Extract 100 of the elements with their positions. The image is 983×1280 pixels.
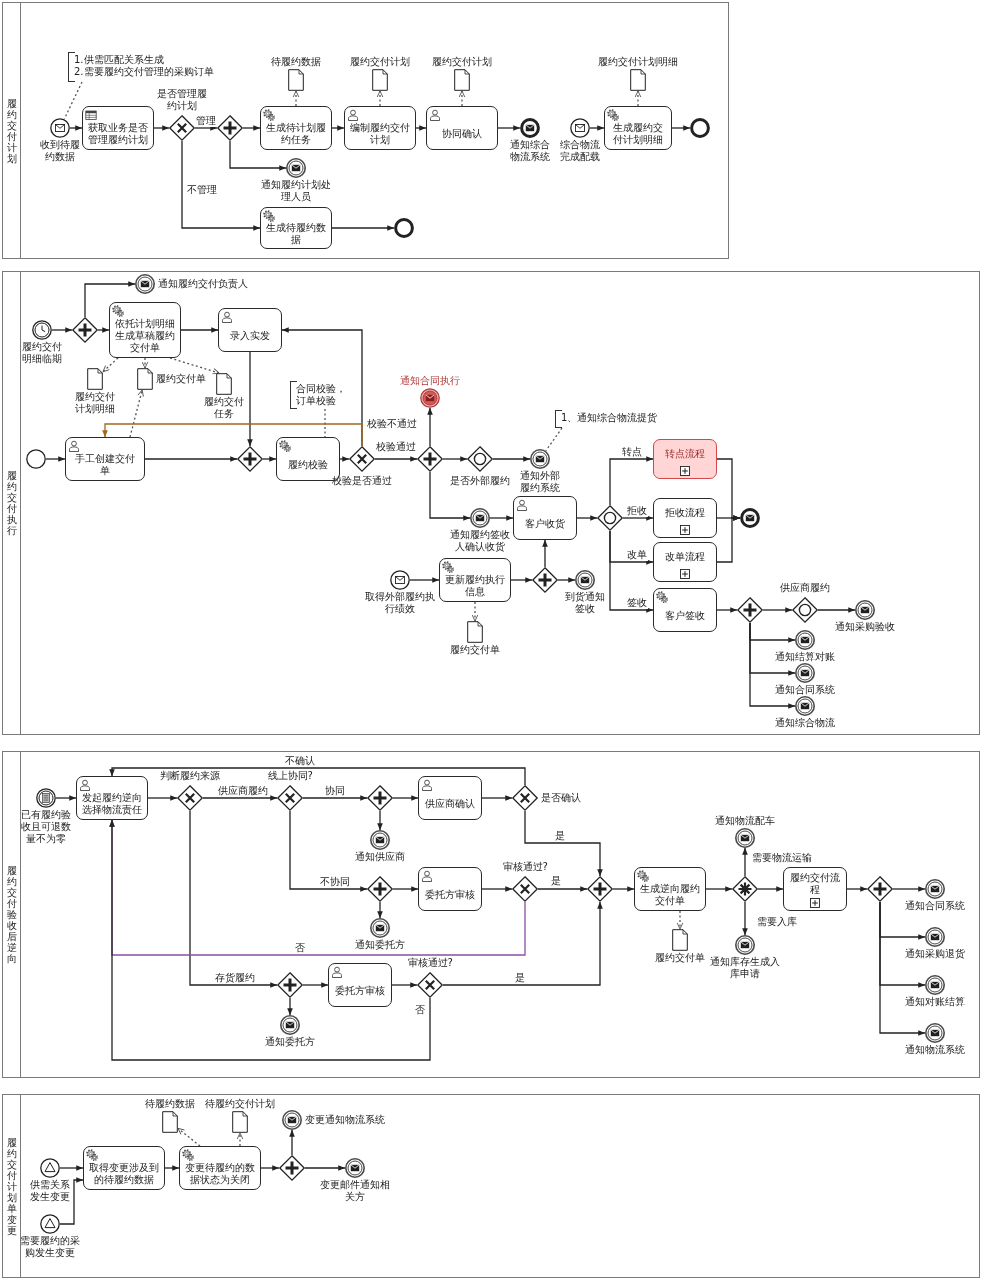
flow-arrow [51,327,73,333]
signal-start-event-icon [40,1158,60,1178]
document-icon [454,69,470,91]
flow-arrow [392,795,419,801]
flow-arrow [260,1165,280,1171]
message-event-icon [530,449,550,469]
edge-label: 签收 [626,597,648,609]
message-event-icon [735,935,755,955]
exclusive-gateway-icon [169,115,195,141]
edge-label: 校验通过 [375,441,417,453]
task-box [513,496,577,540]
event-label: 通知物流配车 [715,815,775,827]
edge-label: 需要入库 [756,916,798,928]
flow-arrow [510,577,533,583]
flow-arrow [429,471,471,521]
flow-arrow [287,997,293,1016]
task-label: 履约校验 [288,459,328,471]
subprocess-label: 拒收流程 [665,506,705,519]
message-event-icon [795,630,815,650]
event-label: 综合物流完成配载 [559,139,601,163]
flow-arrow [102,423,363,447]
flow-arrow [415,125,427,131]
flow-arrow [194,125,218,131]
message-event-icon [925,879,945,899]
flow-arrow [59,1165,84,1171]
event-label: 通知合同执行 [400,375,460,387]
flow-arrow [497,125,521,131]
flow-arrow [716,607,738,613]
parallel-gateway-icon [532,567,558,593]
task-box [328,963,392,1007]
event-label: 通知履约交付负责人 [158,278,248,290]
flow-arrow [374,456,418,462]
flow-arrow [589,125,605,131]
task-label: 客户签收 [665,610,705,622]
task-label: 客户收货 [525,518,565,530]
flow-arrow [377,901,383,919]
message-event-icon [470,508,490,528]
message-event-icon [370,830,390,850]
document-label: 履约交付单 [450,644,500,656]
message-event-icon [280,1015,300,1035]
event-label: 到货通知签收 [564,591,606,615]
flow-arrow [442,456,468,462]
end-event-icon [394,218,414,238]
edge-label: 拒收 [626,505,648,517]
flow-arrow [242,125,261,131]
flow-arrow [762,607,793,613]
dotted-arrow [471,601,479,622]
message-event-icon [735,828,755,848]
flow-arrow [442,901,603,986]
flow-arrow [671,125,691,131]
flow-arrow [524,810,603,877]
document-icon [216,373,232,395]
edge-label: 是 [514,972,526,984]
flow-arrow [304,1165,346,1171]
complex-gateway-icon [732,876,758,902]
event-label: 通知综合物流 [775,717,835,729]
flow-arrow [229,140,287,171]
exclusive-gateway-icon [417,972,443,998]
event-label: 通知委托方 [265,1036,315,1048]
dotted-arrow [236,1132,244,1147]
message-event-icon [420,388,440,408]
document-icon [162,1111,178,1133]
flow-arrow [742,901,748,936]
annotation-text: 合同校验，订单校验 [296,383,347,407]
message-start-event-icon [50,118,70,138]
flow-arrow [705,886,733,892]
flow-arrow [742,847,748,877]
subprocess-label: 履约交付流程 [789,871,841,896]
end-event-icon [690,118,710,138]
task-label: 生成待计划履约任务 [265,122,327,146]
task-label: 录入实发 [230,330,270,342]
task-box [418,867,482,911]
task-box [653,588,717,632]
task-box [83,1146,165,1190]
task-label: 协同确认 [442,128,482,140]
task-box [439,558,511,602]
message-event-icon [370,918,390,938]
parallel-gateway-icon [277,972,303,998]
document-icon [467,621,483,643]
flow-arrow [55,795,77,801]
flow-arrow [612,886,635,892]
task-label: 发起履约逆向选择物流责任 [81,792,143,816]
flow-arrow [391,982,418,988]
pool [2,1094,980,1278]
flow-arrow [609,530,654,613]
edge-label: 需要物流运输 [751,852,813,864]
flow-arrow [846,886,868,892]
pool-label: 履约交付计划单变更 [6,1136,17,1236]
flow-arrow [45,456,66,462]
document-label: 待履约交付计划 [205,1098,275,1110]
document-label: 履约交付计划 [350,56,410,68]
annotation-text: 1、通知综合物流提货 [561,412,659,424]
message-event-icon [925,975,945,995]
message-start-event-icon [390,570,410,590]
event-label: 通知履约签收人确认收货 [449,529,511,553]
annotation-text: 2.需要履约交付管理的采购订单 [74,66,215,78]
dotted-arrow [169,357,220,375]
task-box [634,867,706,911]
start-event-icon [26,449,46,469]
gateway-label: 线上协同? [267,770,313,782]
